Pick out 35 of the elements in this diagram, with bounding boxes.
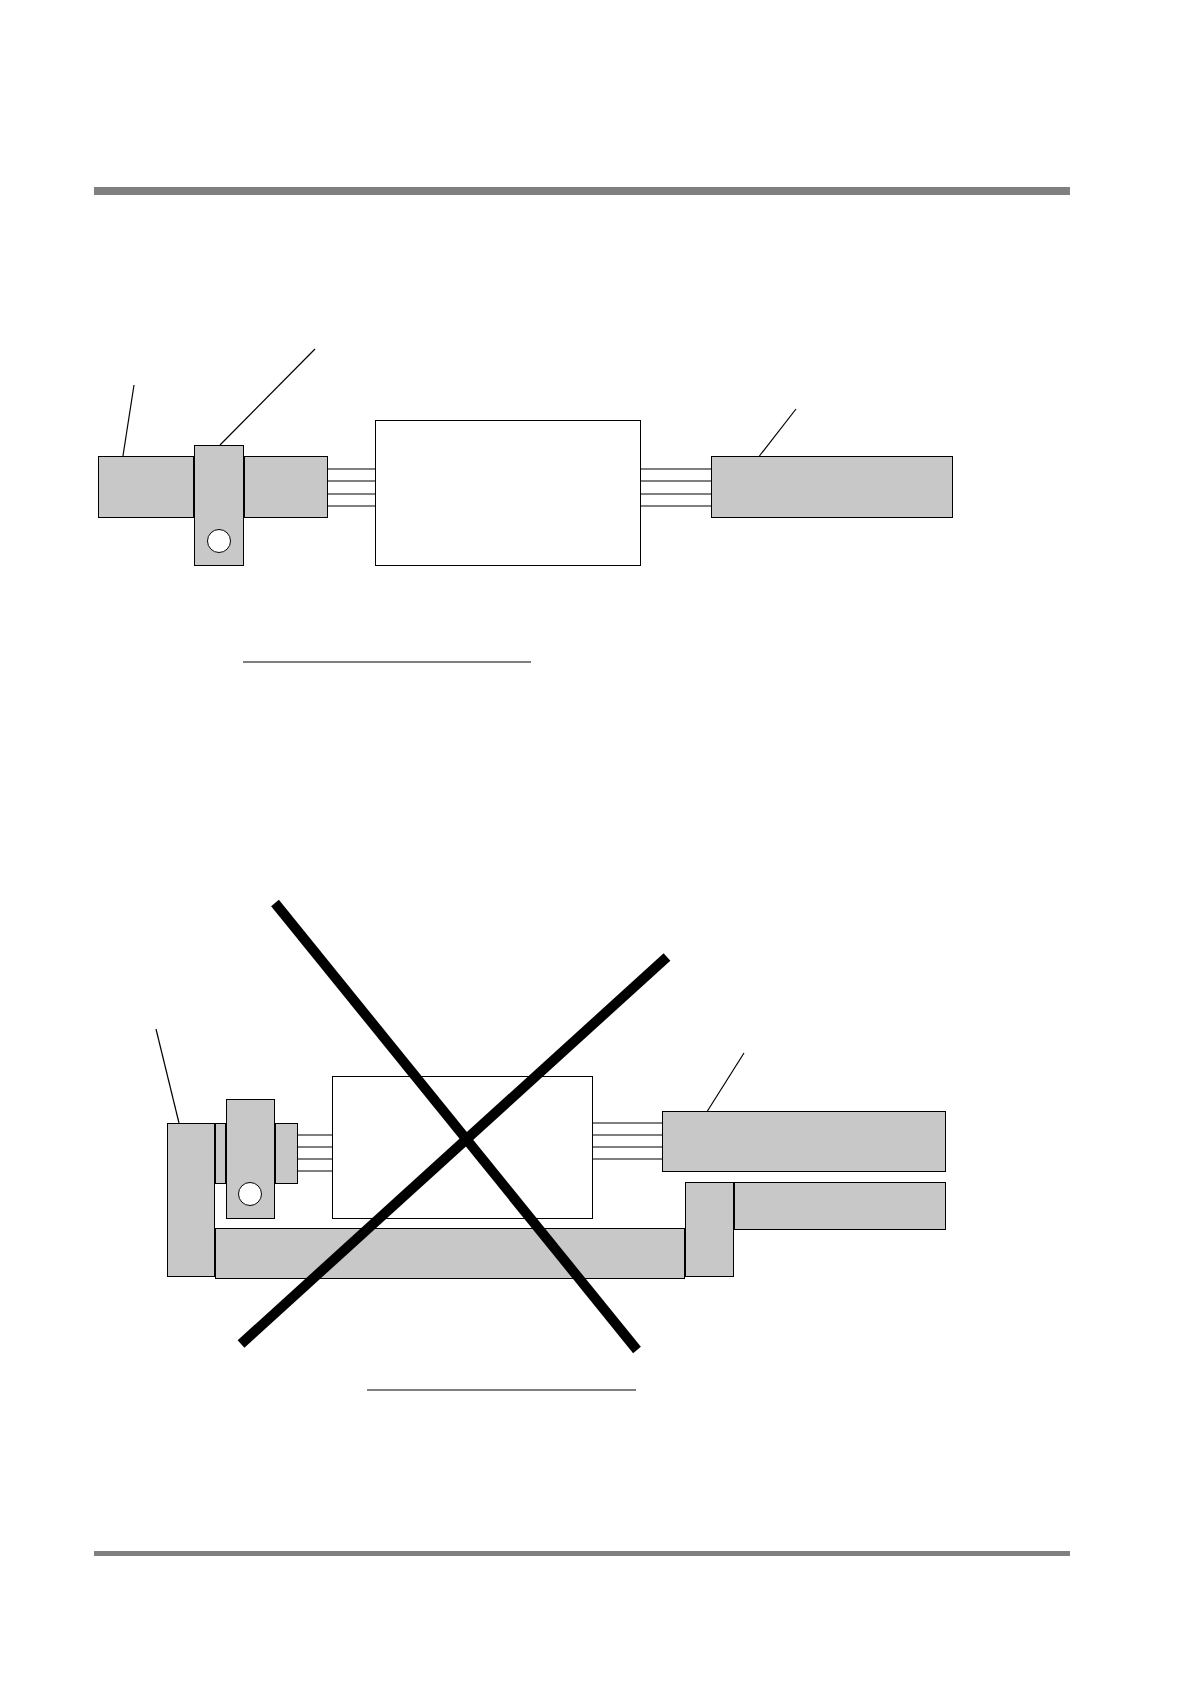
- cable-wire: [640, 480, 712, 482]
- shaft-bar: [711, 456, 953, 518]
- clamp-block: [167, 1123, 215, 1277]
- cable-wire: [297, 1170, 333, 1172]
- shaft-bar: [662, 1111, 946, 1172]
- housing-box: [332, 1076, 593, 1219]
- shaft-bar: [244, 456, 328, 518]
- cable-wire: [592, 1134, 663, 1136]
- cable-wire: [327, 468, 376, 470]
- leader-line: [219, 348, 316, 446]
- housing-box: [375, 420, 641, 566]
- cable-wire: [592, 1146, 663, 1148]
- cable-wire: [327, 493, 376, 495]
- cable-wire: [327, 480, 376, 482]
- cable-wire: [640, 468, 712, 470]
- clamp-block: [685, 1182, 734, 1277]
- cable-wire: [297, 1146, 333, 1148]
- clamp-block: [215, 1123, 226, 1184]
- leader-line: [706, 1052, 745, 1112]
- shaft-bar: [734, 1182, 946, 1230]
- cable-wire: [592, 1158, 663, 1160]
- leader-line: [122, 384, 135, 457]
- shaft-bar: [98, 456, 194, 518]
- leader-line: [155, 1028, 180, 1124]
- clamp-block: [194, 445, 244, 566]
- cable-wire: [327, 505, 376, 507]
- clamp-block: [275, 1123, 298, 1184]
- leader-line: [758, 408, 797, 457]
- shaft-bar: [215, 1228, 685, 1279]
- cable-wire: [592, 1122, 663, 1124]
- cable-wire: [640, 493, 712, 495]
- cable-wire: [640, 505, 712, 507]
- cable-wire: [297, 1134, 333, 1136]
- cable-wire: [297, 1158, 333, 1160]
- clamp-block: [226, 1099, 275, 1219]
